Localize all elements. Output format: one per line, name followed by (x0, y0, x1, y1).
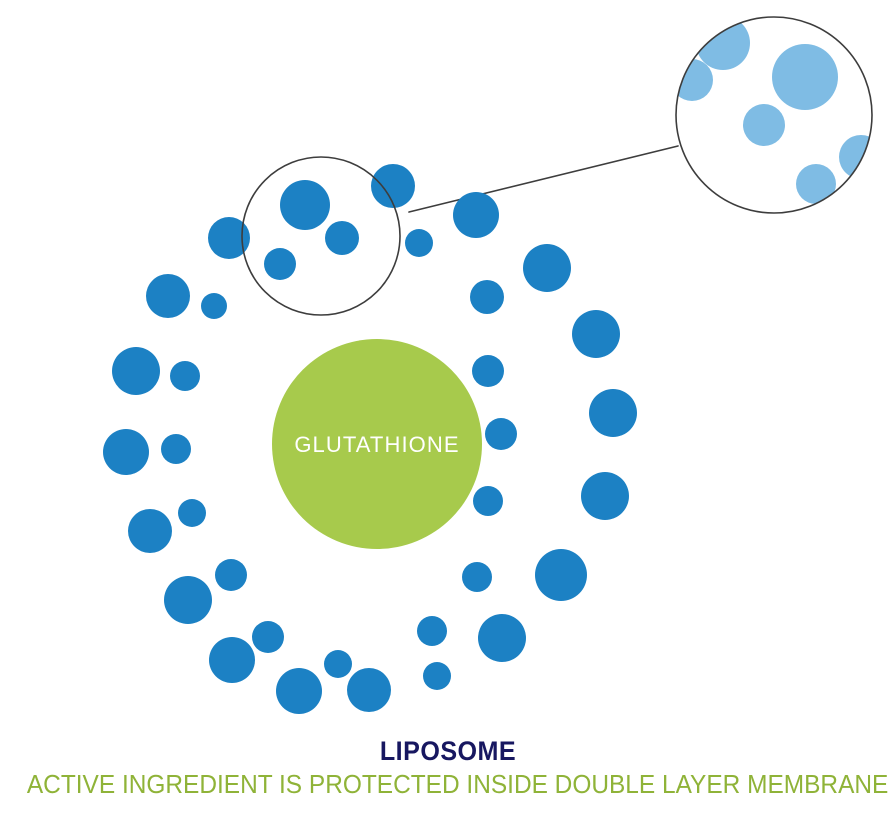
figure-subtitle: ACTIVE INGREDIENT IS PROTECTED INSIDE DO… (26, 769, 889, 799)
magnified-dot (772, 44, 838, 110)
membrane-dot (325, 221, 359, 255)
membrane-dot (280, 180, 330, 230)
membrane-dot (170, 361, 200, 391)
membrane-dot (161, 434, 191, 464)
membrane-dot (485, 418, 517, 450)
membrane-dot (417, 616, 447, 646)
membrane-dot (324, 650, 352, 678)
caption-block: LIPOSOME ACTIVE INGREDIENT IS PROTECTED … (0, 734, 896, 800)
callout-source-ring (241, 156, 401, 316)
membrane-dot (473, 486, 503, 516)
membrane-dot (201, 293, 227, 319)
membrane-dot (405, 229, 433, 257)
membrane-dot (371, 164, 415, 208)
membrane-dot (478, 614, 526, 662)
membrane-dot (572, 310, 620, 358)
magnified-dot (839, 135, 872, 179)
membrane-dot (264, 248, 296, 280)
core-circle (272, 339, 482, 549)
membrane-dot (178, 499, 206, 527)
membrane-dot (103, 429, 149, 475)
membrane-dot (470, 280, 504, 314)
callout-leader-line (408, 145, 679, 213)
membrane-dot (472, 355, 504, 387)
magnified-dot (743, 104, 785, 146)
magnified-dot (796, 164, 836, 204)
membrane-dot (453, 192, 499, 238)
membrane-dot (252, 621, 284, 653)
membrane-dot (535, 549, 587, 601)
membrane-dot-group (103, 164, 637, 714)
core-label: GLUTATHIONE (294, 432, 459, 457)
membrane-dot (215, 559, 247, 591)
membrane-dot (112, 347, 160, 395)
membrane-dot (423, 662, 451, 690)
membrane-dot (209, 637, 255, 683)
membrane-dot (581, 472, 629, 520)
core-group: GLUTATHIONE (272, 339, 482, 549)
membrane-dot (208, 217, 250, 259)
membrane-dot (146, 274, 190, 318)
figure-title: LIPOSOME (379, 736, 517, 766)
membrane-dot (347, 668, 391, 712)
membrane-dot (523, 244, 571, 292)
membrane-dot (128, 509, 172, 553)
membrane-dot (164, 576, 212, 624)
membrane-dot (462, 562, 492, 592)
magnified-dot (696, 17, 750, 70)
magnified-dot (676, 59, 713, 101)
magnifier-ring-outline (675, 16, 873, 214)
membrane-dot (276, 668, 322, 714)
membrane-dot (589, 389, 637, 437)
magnifier-callout (675, 16, 873, 214)
